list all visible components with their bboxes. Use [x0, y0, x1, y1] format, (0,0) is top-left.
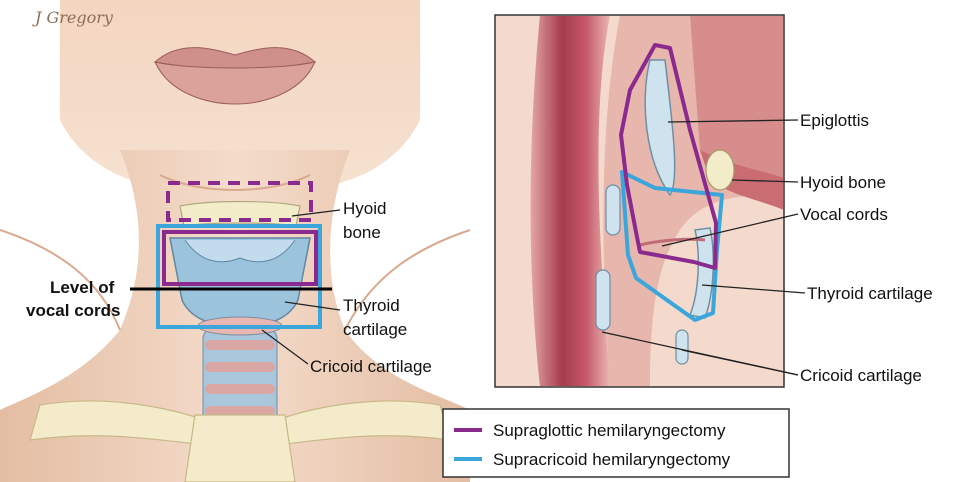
label-thyroid-right: Thyroid cartilage [807, 284, 933, 303]
cricoid-anterior [676, 330, 688, 364]
label-vocal-cords: Vocal cords [800, 205, 888, 224]
label-hyoid-2: bone [343, 223, 381, 242]
legend-label-supraglottic: Supraglottic hemilaryngectomy [493, 421, 726, 440]
label-level-2: vocal cords [26, 301, 121, 320]
label-cricoid-right: Cricoid cartilage [800, 366, 922, 385]
label-thyroid-2: cartilage [343, 320, 407, 339]
label-thyroid-1: Thyroid [343, 296, 400, 315]
label-hyoid-right: Hyoid bone [800, 173, 886, 192]
right-panel: Epiglottis Hyoid bone Vocal cords Thyroi… [495, 15, 933, 387]
legend-label-supracricoid: Supracricoid hemilaryngectomy [493, 450, 731, 469]
label-cricoid-left: Cricoid cartilage [310, 357, 432, 376]
signature: J Gregory [32, 8, 114, 27]
posterior-wall [531, 15, 610, 387]
hyoid-bone-sagittal [706, 150, 734, 190]
label-level-1: Level of [50, 278, 115, 297]
label-hyoid-1: Hyoid [343, 199, 386, 218]
label-epiglottis: Epiglottis [800, 111, 869, 130]
left-panel: J Gregory Hyoid bone Level of vocal cord… [0, 0, 470, 482]
hyoid-bone [180, 202, 300, 227]
sternum [185, 415, 295, 482]
cricoid-posterior [596, 270, 610, 330]
legend: Supraglottic hemilaryngectomy Supracrico… [443, 409, 789, 477]
